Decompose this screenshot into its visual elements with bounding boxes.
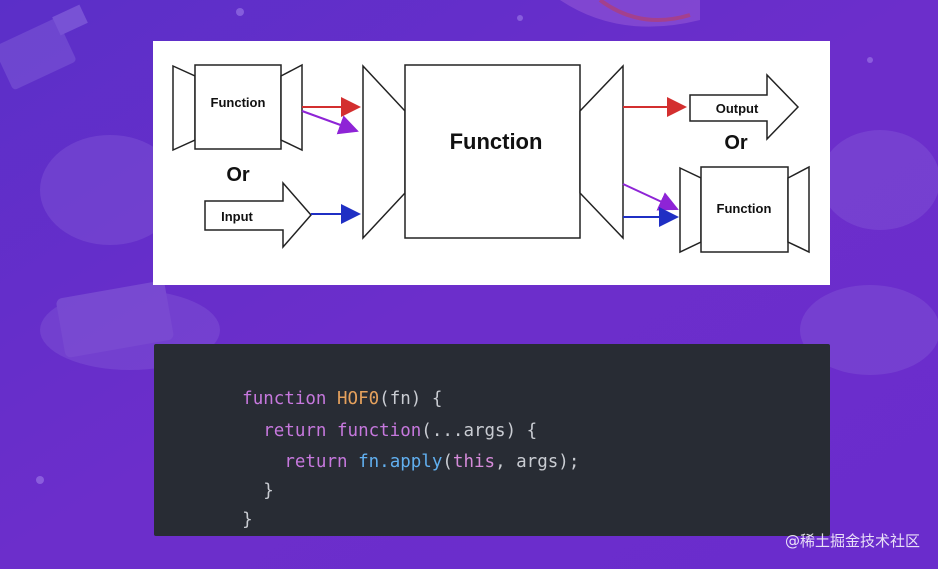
code-line-5: } bbox=[200, 487, 253, 553]
center-function-label: Function bbox=[450, 129, 543, 154]
stars-decoration bbox=[36, 8, 873, 484]
code-token: HOF0 bbox=[337, 389, 380, 409]
left-function-box bbox=[194, 64, 282, 150]
code-token: } bbox=[242, 481, 274, 501]
purple-arrow-out bbox=[622, 183, 679, 211]
hof-diagram-canvas: Function Or Input Function Output Or bbox=[172, 63, 810, 254]
center-function-box bbox=[404, 64, 581, 239]
code-line-4: } bbox=[200, 458, 274, 524]
code-line-1: function HOF0(fn) { bbox=[200, 366, 442, 432]
left-function-block bbox=[172, 63, 303, 152]
code-token: return bbox=[263, 421, 327, 441]
input-arrow-shape bbox=[204, 181, 312, 249]
code-block: function HOF0(fn) { return function(...a… bbox=[154, 344, 830, 536]
code-token: apply bbox=[389, 452, 443, 472]
right-function-block bbox=[679, 165, 810, 254]
code-token: (...args) { bbox=[421, 421, 538, 441]
code-token: fn. bbox=[347, 452, 390, 472]
or-right-label: Or bbox=[724, 132, 748, 154]
center-funnel-out bbox=[579, 64, 624, 240]
right-funnel-in bbox=[679, 166, 702, 254]
right-funnel-out bbox=[787, 165, 810, 254]
or-left-label: Or bbox=[226, 164, 250, 186]
output-label: Output bbox=[716, 101, 759, 116]
code-token: return bbox=[284, 452, 348, 472]
astronaut-decoration bbox=[560, 0, 700, 27]
cloud-decoration bbox=[40, 130, 938, 375]
center-funnel-in bbox=[362, 64, 406, 240]
code-token: function bbox=[337, 421, 422, 441]
code-token: } bbox=[242, 510, 253, 530]
code-token: (fn) { bbox=[379, 389, 443, 409]
purple-arrow-in bbox=[301, 110, 359, 135]
left-funnel-out bbox=[280, 63, 303, 152]
code-line-2: return function(...args) { bbox=[200, 398, 537, 464]
watermark: @稀土掘金技术社区 bbox=[784, 532, 920, 550]
output-arrow-shape bbox=[689, 73, 800, 141]
code-token: function bbox=[242, 389, 327, 409]
hof-diagram: Function Or Input Function Output Or bbox=[153, 41, 830, 285]
right-function-box bbox=[700, 166, 789, 253]
left-function-label: Function bbox=[211, 95, 266, 110]
code-token: ( bbox=[442, 452, 453, 472]
satellite-decoration bbox=[0, 4, 88, 90]
code-line-3: return fn.apply(this, args); bbox=[200, 429, 579, 495]
input-label: Input bbox=[221, 209, 253, 224]
code-token: , args); bbox=[495, 452, 580, 472]
right-function-label: Function bbox=[717, 201, 772, 216]
left-funnel-in bbox=[172, 64, 196, 152]
code-token: this bbox=[452, 452, 496, 472]
center-function-block bbox=[362, 64, 624, 240]
